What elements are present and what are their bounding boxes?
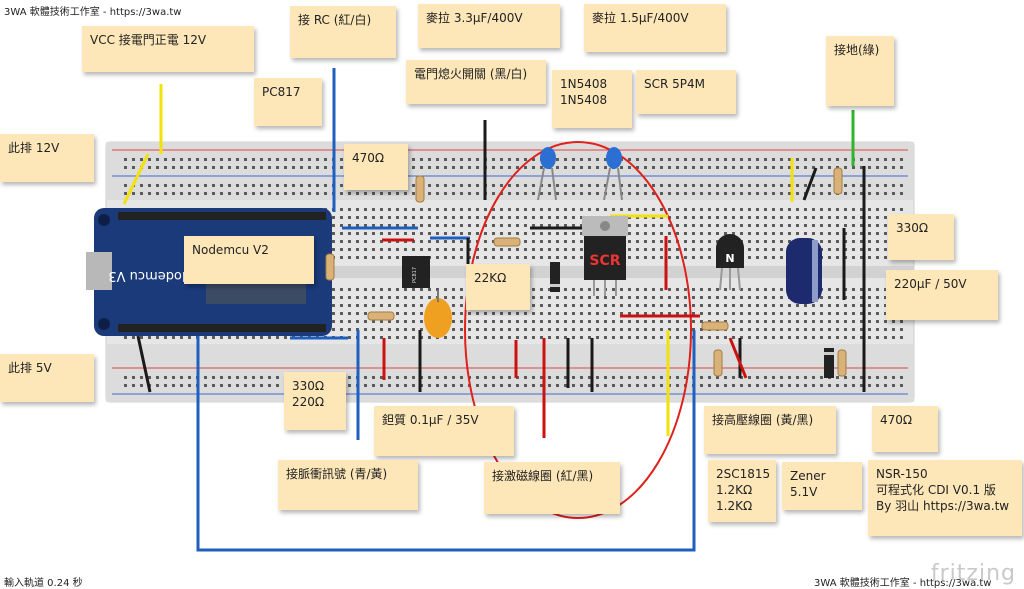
transistor-label: N (725, 252, 734, 265)
note-resistor-470-top: 470Ω (344, 144, 408, 190)
note-cap-3-3: 麥拉 3.3μF/400V (418, 4, 560, 48)
note-ignition-switch: 電門熄火開關 (黑/白) (406, 60, 546, 104)
note-ground: 接地(綠) (826, 36, 894, 106)
pc817-chip: PC817 (402, 256, 430, 288)
resistor-330-right (833, 167, 843, 195)
usb-port (86, 252, 112, 290)
diode-2 (824, 348, 834, 378)
resistor-transistor (701, 321, 729, 331)
note-project: NSR-150 可程式化 CDI V0.1 版 By 羽山 https://3w… (868, 460, 1022, 536)
resistor-nodemcu (325, 253, 335, 281)
pin-header-bottom (118, 324, 326, 332)
tantalum-capacitor (424, 298, 452, 338)
note-resistor-22k: 22KΩ (466, 264, 530, 310)
note-nodemcu: Nodemcu V2 (184, 236, 314, 284)
film-capacitor-3-3 (540, 147, 556, 169)
note-cap-1-5: 麥拉 1.5μF/400V (584, 4, 726, 52)
wire-blue-bottom-loop (196, 330, 696, 552)
note-pc817: PC817 (254, 78, 322, 126)
fritzing-logo: fritzing (930, 561, 1016, 586)
wire-black-7 (802, 167, 818, 201)
note-cap-220: 220μF / 50V (886, 270, 998, 320)
note-rc-pin: 接 RC (紅/白) (290, 6, 396, 58)
wire-yellow-rail (122, 153, 150, 205)
note-vcc-12v: VCC 接電門正電 12V (82, 26, 254, 72)
film-capacitor-1-5 (606, 147, 622, 169)
header-watermark: 3WA 軟體技術工作室 - https://3wa.tw (4, 7, 182, 18)
resistor-470-top (415, 175, 425, 203)
scr-label: SCR (589, 253, 620, 269)
note-rail-12v: 此排 12V (0, 134, 94, 182)
note-tantalum: 鉭質 0.1μF / 35V (374, 406, 514, 456)
note-exciter-coil: 接激磁線圈 (紅/黑) (484, 462, 620, 514)
resistor-330 (367, 311, 395, 321)
pc817-chip-label: PC817 (412, 267, 418, 283)
note-resistor-330: 330Ω (888, 214, 954, 260)
note-resistor-470-bottom: 470Ω (872, 406, 938, 452)
pin-header-top (118, 212, 326, 220)
resistor-470-bottom (713, 349, 723, 377)
footer-watermark: 3WA 軟體技術工作室 - https://3wa.tw (814, 578, 992, 589)
note-pulse-signal: 接脈衝訊號 (青/黃) (278, 460, 418, 510)
power-rail-bottom (106, 344, 914, 402)
diode-1 (550, 262, 560, 292)
note-resistor-330-220: 330Ω 220Ω (284, 372, 346, 430)
transistor-2sc1815: N (716, 234, 744, 291)
power-rail-top (106, 142, 914, 200)
scr-component: SCR (582, 216, 628, 296)
note-scr: SCR 5P4M (636, 70, 736, 114)
note-diodes: 1N5408 1N5408 (552, 70, 632, 128)
note-rail-5v: 此排 5V (0, 354, 94, 402)
mcu-label: Nodemcu V3 (108, 268, 191, 283)
note-transistor: 2SC1815 1.2KΩ 1.2KΩ (708, 460, 776, 522)
resistor-22k (493, 237, 521, 247)
footer-version: 輸入軌道 0.24 秒 (4, 578, 83, 589)
note-hv-coil: 接高壓線圈 (黃/黑) (704, 406, 836, 454)
scr-section-highlight (464, 141, 692, 519)
resistors (325, 167, 847, 377)
wire-black-rail-left (136, 335, 152, 393)
note-zener: Zener 5.1V (782, 462, 862, 510)
resistor-bottom-right (837, 349, 847, 377)
wire-red-5 (728, 337, 748, 379)
